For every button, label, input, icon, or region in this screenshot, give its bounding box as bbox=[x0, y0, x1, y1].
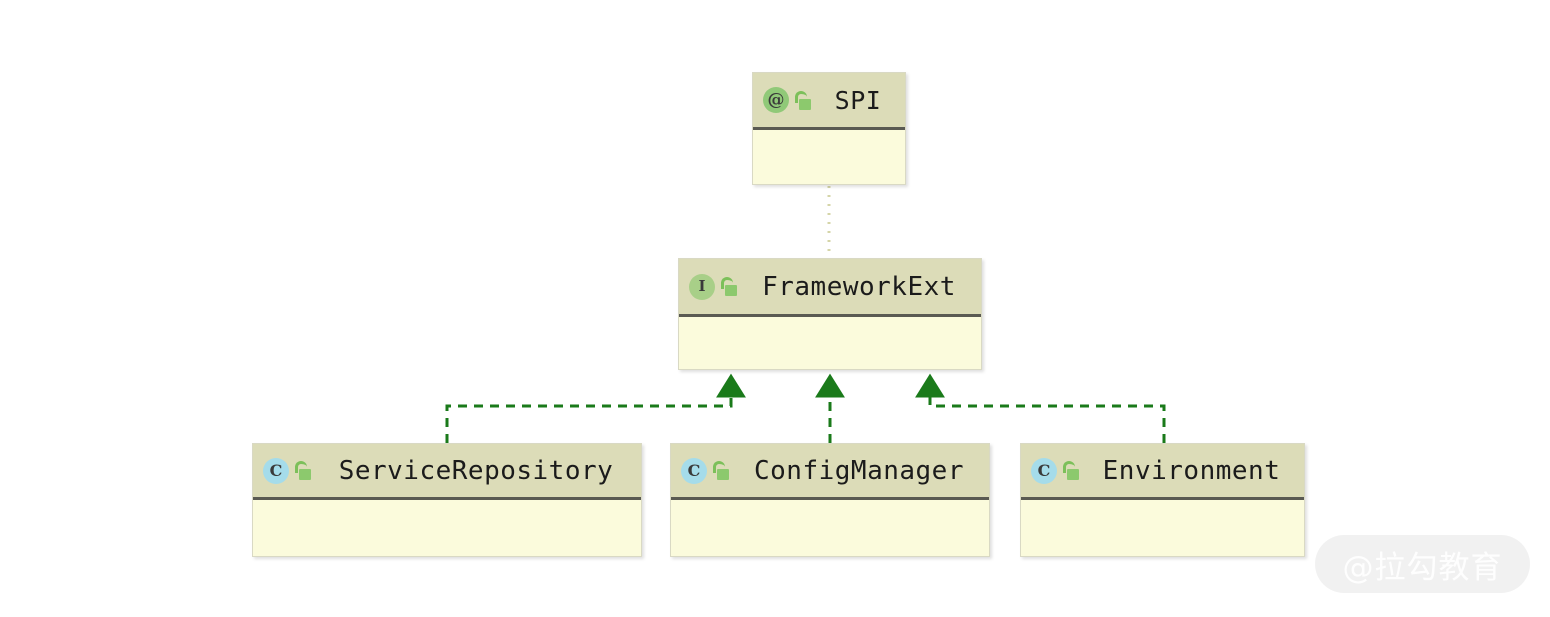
uml-node-servicerepository-header: C ServiceRepository bbox=[253, 444, 641, 500]
uml-node-spi-members bbox=[753, 130, 905, 183]
unlocked-padlock-icon bbox=[721, 277, 737, 296]
uml-node-servicerepository-members bbox=[253, 500, 641, 555]
uml-node-servicerepository[interactable]: C ServiceRepository bbox=[252, 443, 642, 557]
uml-node-spi-name: SPI bbox=[834, 85, 882, 115]
unlocked-padlock-icon bbox=[295, 461, 311, 480]
annotation-badge-icon: @ bbox=[763, 87, 789, 113]
uml-node-servicerepository-name: ServiceRepository bbox=[338, 455, 614, 486]
uml-node-configmanager-name: ConfigManager bbox=[754, 455, 964, 486]
uml-node-frameworkext-header: I FrameworkExt bbox=[679, 259, 981, 317]
uml-node-environment-name: Environment bbox=[1102, 455, 1281, 486]
watermark: @拉勾教育 bbox=[1315, 535, 1530, 593]
class-badge-icon: C bbox=[1031, 457, 1057, 484]
uml-node-environment[interactable]: C Environment bbox=[1020, 443, 1305, 557]
uml-node-frameworkext-members bbox=[679, 317, 981, 368]
uml-node-environment-header: C Environment bbox=[1021, 444, 1304, 500]
class-badge-icon: C bbox=[263, 457, 289, 484]
uml-node-spi[interactable]: @ SPI bbox=[752, 72, 906, 185]
uml-node-configmanager-header: C ConfigManager bbox=[671, 444, 989, 500]
uml-node-frameworkext-name: FrameworkExt bbox=[762, 271, 956, 302]
unlocked-padlock-icon bbox=[795, 90, 811, 110]
interface-badge-icon: I bbox=[689, 273, 715, 300]
edge-servicerepository-to-frameworkext bbox=[445, 373, 746, 443]
unlocked-padlock-icon bbox=[713, 461, 729, 480]
uml-node-configmanager-members bbox=[671, 500, 989, 555]
uml-node-configmanager[interactable]: C ConfigManager bbox=[670, 443, 990, 557]
uml-node-frameworkext[interactable]: I FrameworkExt bbox=[678, 258, 982, 370]
uml-node-environment-members bbox=[1021, 500, 1304, 555]
uml-node-spi-header: @ SPI bbox=[753, 73, 905, 130]
class-badge-icon: C bbox=[681, 457, 707, 484]
edge-environment-to-frameworkext bbox=[915, 373, 1166, 443]
unlocked-padlock-icon bbox=[1063, 461, 1079, 480]
